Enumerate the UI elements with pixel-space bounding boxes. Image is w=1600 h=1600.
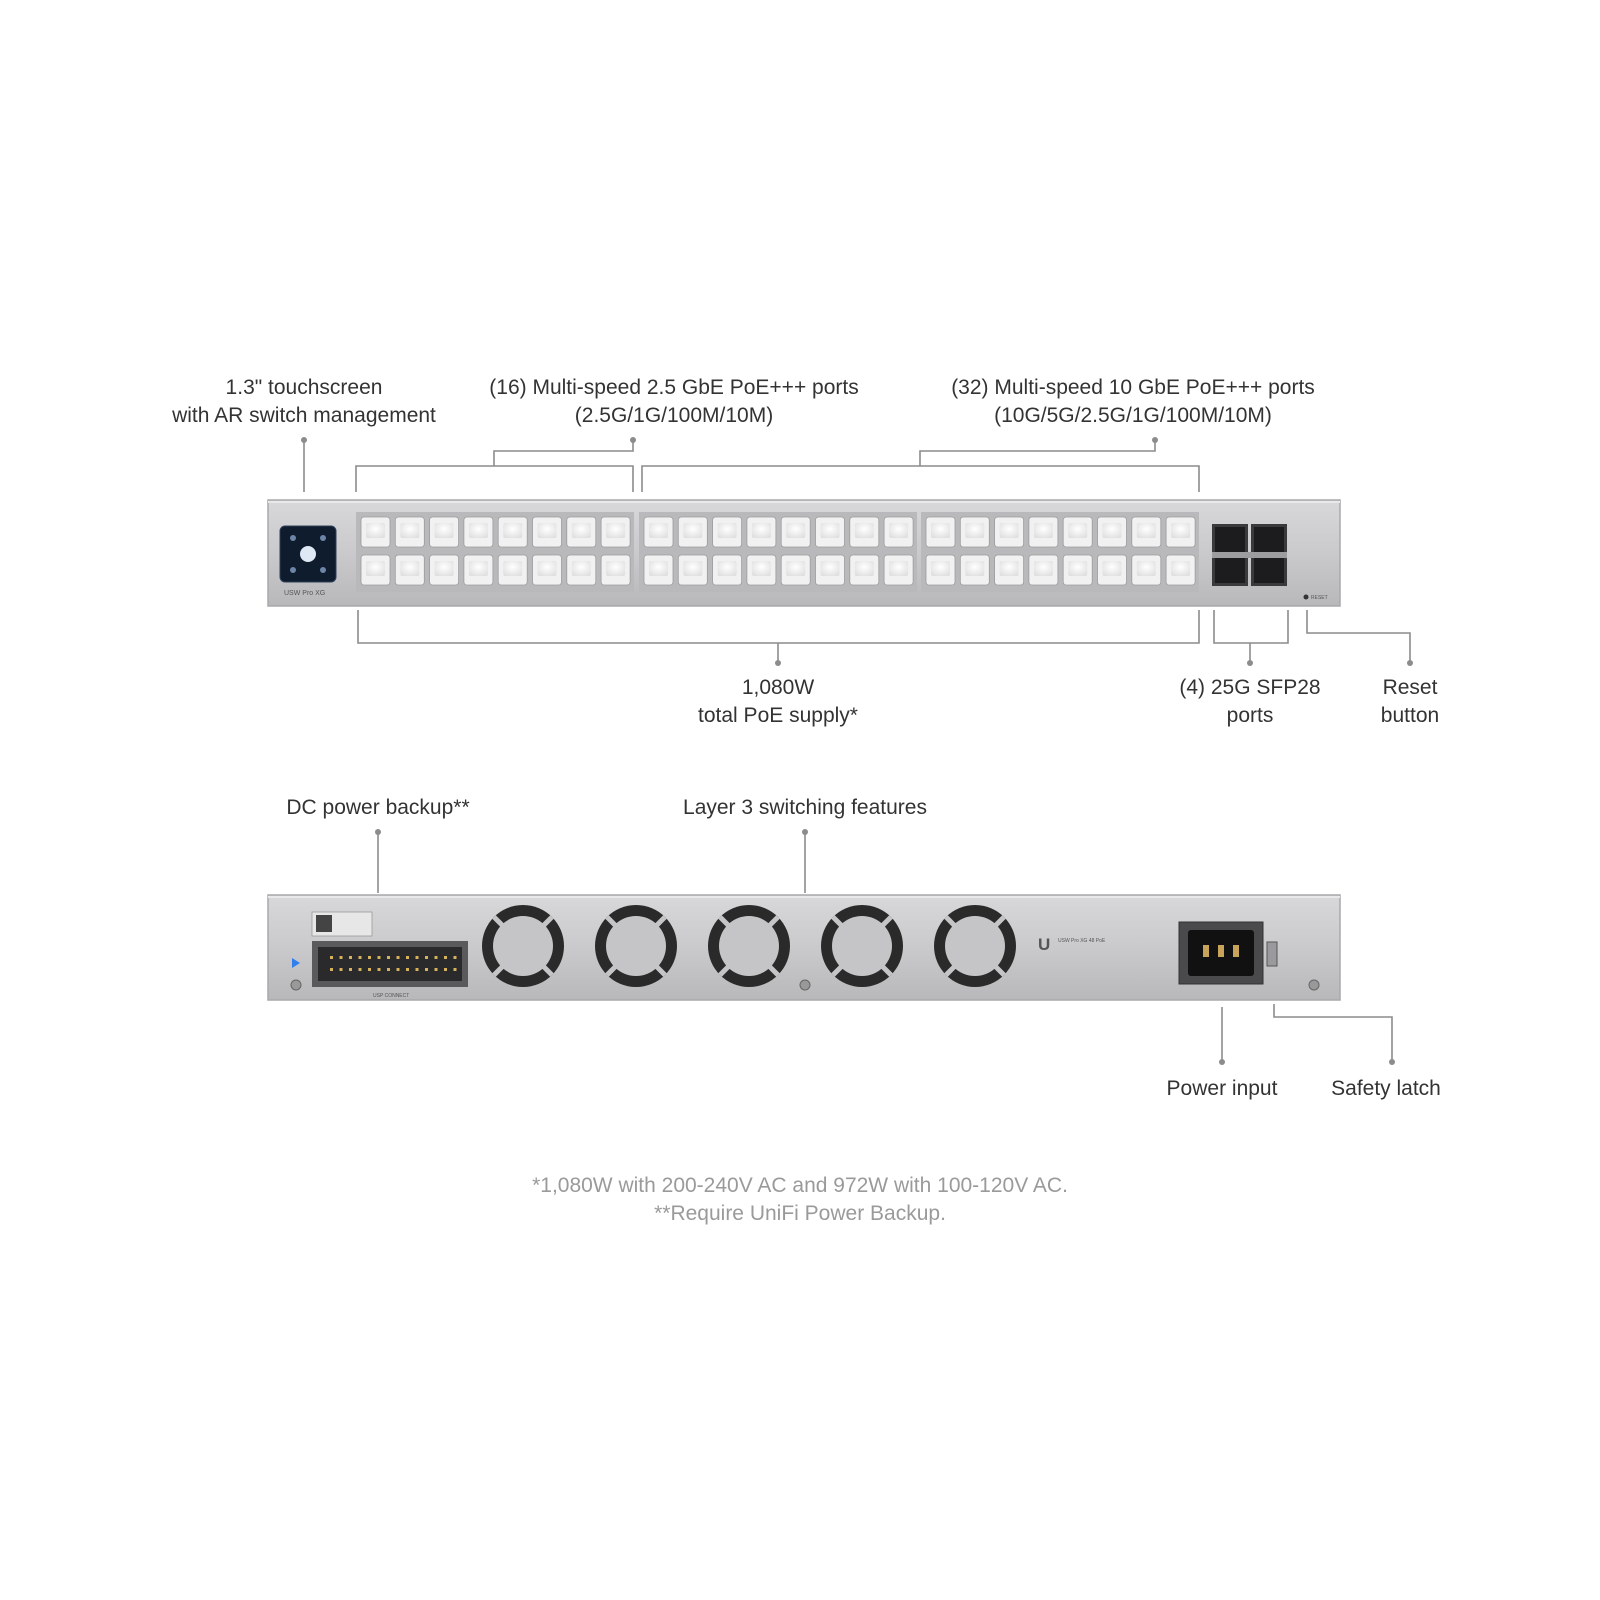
- rj45-port[interactable]: [746, 554, 777, 586]
- rj45-port[interactable]: [815, 554, 845, 586]
- rj45-port[interactable]: [1097, 554, 1127, 586]
- touchscreen-label-line2: with AR switch management: [172, 404, 436, 427]
- poe-supply-label-line2: total PoE supply*: [698, 704, 858, 727]
- fan-icon: [595, 905, 677, 987]
- layer3-label: Layer 3 switching features: [683, 796, 927, 819]
- ports-2-5g-label-line2: (2.5G/1G/100M/10M): [574, 404, 774, 427]
- safety-latch-label: Safety latch: [1331, 1077, 1441, 1100]
- rj45-port[interactable]: [849, 516, 880, 548]
- touchscreen-label: 1.3" touchscreen with AR switch manageme…: [172, 374, 436, 430]
- rj45-port[interactable]: [1062, 516, 1093, 548]
- ubiquiti-logo-icon: U: [1038, 935, 1050, 954]
- rj45-port[interactable]: [1062, 554, 1093, 586]
- rj45-port[interactable]: [746, 516, 777, 548]
- dc-connector-pins: [330, 956, 457, 971]
- rj45-port[interactable]: [360, 516, 391, 548]
- reset-label: Reset button: [1381, 674, 1439, 730]
- rj45-port[interactable]: [994, 516, 1024, 548]
- rj45-port[interactable]: [600, 554, 631, 586]
- rj45-port-array: [360, 516, 1196, 586]
- usp-connect-text: USP CONNECT: [373, 993, 409, 999]
- rj45-port[interactable]: [1097, 516, 1127, 548]
- rj45-port[interactable]: [429, 554, 460, 586]
- rj45-port[interactable]: [815, 516, 845, 548]
- rj45-port[interactable]: [1165, 554, 1196, 586]
- reset-label-line1: Reset: [1382, 676, 1438, 699]
- rj45-port[interactable]: [566, 554, 597, 586]
- footnotes: *1,080W with 200-240V AC and 972W with 1…: [532, 1172, 1068, 1228]
- model-label: USW Pro XG: [284, 590, 325, 597]
- touchscreen-label-line1: 1.3" touchscreen: [225, 376, 383, 399]
- rj45-port[interactable]: [712, 516, 742, 548]
- front-leader-lines: [301, 437, 1413, 666]
- reset-label-line2: button: [1380, 704, 1440, 727]
- poe-supply-label: 1,080W total PoE supply*: [698, 674, 858, 730]
- sfp28-cages[interactable]: [1212, 524, 1287, 586]
- rj45-port[interactable]: [883, 554, 914, 586]
- rj45-port[interactable]: [463, 554, 494, 586]
- rj45-port[interactable]: [849, 554, 880, 586]
- footnote-backup: **Require UniFi Power Backup.: [654, 1202, 946, 1225]
- switch-rear-panel: USP CONNECT U USW Pro XG 48 PoE: [267, 894, 1341, 1001]
- ports-10g-label-line1: (32) Multi-speed 10 GbE PoE+++ ports: [951, 376, 1315, 399]
- rj45-port[interactable]: [463, 516, 494, 548]
- rj45-port[interactable]: [959, 554, 990, 586]
- ports-2-5g-label: (16) Multi-speed 2.5 GbE PoE+++ ports (2…: [489, 374, 858, 430]
- switch-front-panel: USW Pro XG RESET: [267, 499, 1341, 607]
- rj45-port[interactable]: [925, 554, 956, 586]
- rj45-port[interactable]: [1165, 516, 1196, 548]
- rj45-port[interactable]: [532, 554, 562, 586]
- rj45-port[interactable]: [360, 554, 391, 586]
- dc-backup-connector[interactable]: [312, 941, 468, 987]
- rj45-port[interactable]: [1028, 554, 1059, 586]
- rj45-port[interactable]: [566, 516, 597, 548]
- sfp28-label-line1: (4) 25G SFP28: [1179, 676, 1321, 699]
- rj45-port[interactable]: [677, 516, 708, 548]
- rj45-port[interactable]: [643, 554, 674, 586]
- rj45-port[interactable]: [1131, 554, 1162, 586]
- rj45-port[interactable]: [780, 516, 811, 548]
- rj45-port[interactable]: [497, 554, 528, 586]
- fan-icon: [821, 905, 903, 987]
- sfp28-label: (4) 25G SFP28 ports: [1179, 674, 1320, 730]
- reset-text: RESET: [1311, 595, 1328, 601]
- ports-2-5g-label-line1: (16) Multi-speed 2.5 GbE PoE+++ ports: [489, 376, 859, 399]
- rj45-port[interactable]: [532, 516, 562, 548]
- poe-supply-label-line1: 1,080W: [741, 676, 815, 699]
- rj45-port[interactable]: [712, 554, 742, 586]
- power-inlet[interactable]: [1178, 921, 1264, 985]
- ports-10g-label-line2: (10G/5G/2.5G/1G/100M/10M): [994, 404, 1272, 427]
- rj45-port[interactable]: [394, 554, 425, 586]
- cooling-fans: [482, 905, 1016, 987]
- rj45-port[interactable]: [429, 516, 460, 548]
- rj45-port[interactable]: [643, 516, 674, 548]
- touchscreen-display[interactable]: [279, 525, 337, 583]
- reset-button[interactable]: [1303, 594, 1309, 600]
- fan-icon: [708, 905, 790, 987]
- fan-icon: [934, 905, 1016, 987]
- rj45-port[interactable]: [394, 516, 425, 548]
- safety-latch[interactable]: [1266, 941, 1278, 967]
- rj45-port[interactable]: [883, 516, 914, 548]
- rear-model-text: USW Pro XG 48 PoE: [1058, 938, 1106, 944]
- dc-backup-label: DC power backup**: [286, 796, 470, 819]
- rear-leader-lines: [375, 829, 1395, 1065]
- rj45-port[interactable]: [600, 516, 631, 548]
- rj45-port[interactable]: [1131, 516, 1162, 548]
- rj45-port[interactable]: [994, 554, 1024, 586]
- power-input-label: Power input: [1166, 1077, 1278, 1100]
- rj45-port[interactable]: [959, 516, 990, 548]
- rj45-port[interactable]: [780, 554, 811, 586]
- fan-icon: [482, 905, 564, 987]
- sfp28-label-line2: ports: [1226, 704, 1274, 727]
- footnote-poe: *1,080W with 200-240V AC and 972W with 1…: [532, 1174, 1068, 1197]
- rj45-port[interactable]: [677, 554, 708, 586]
- rj45-port[interactable]: [1028, 516, 1059, 548]
- ports-10g-label: (32) Multi-speed 10 GbE PoE+++ ports (10…: [951, 374, 1315, 430]
- rj45-port[interactable]: [497, 516, 528, 548]
- rj45-port[interactable]: [925, 516, 956, 548]
